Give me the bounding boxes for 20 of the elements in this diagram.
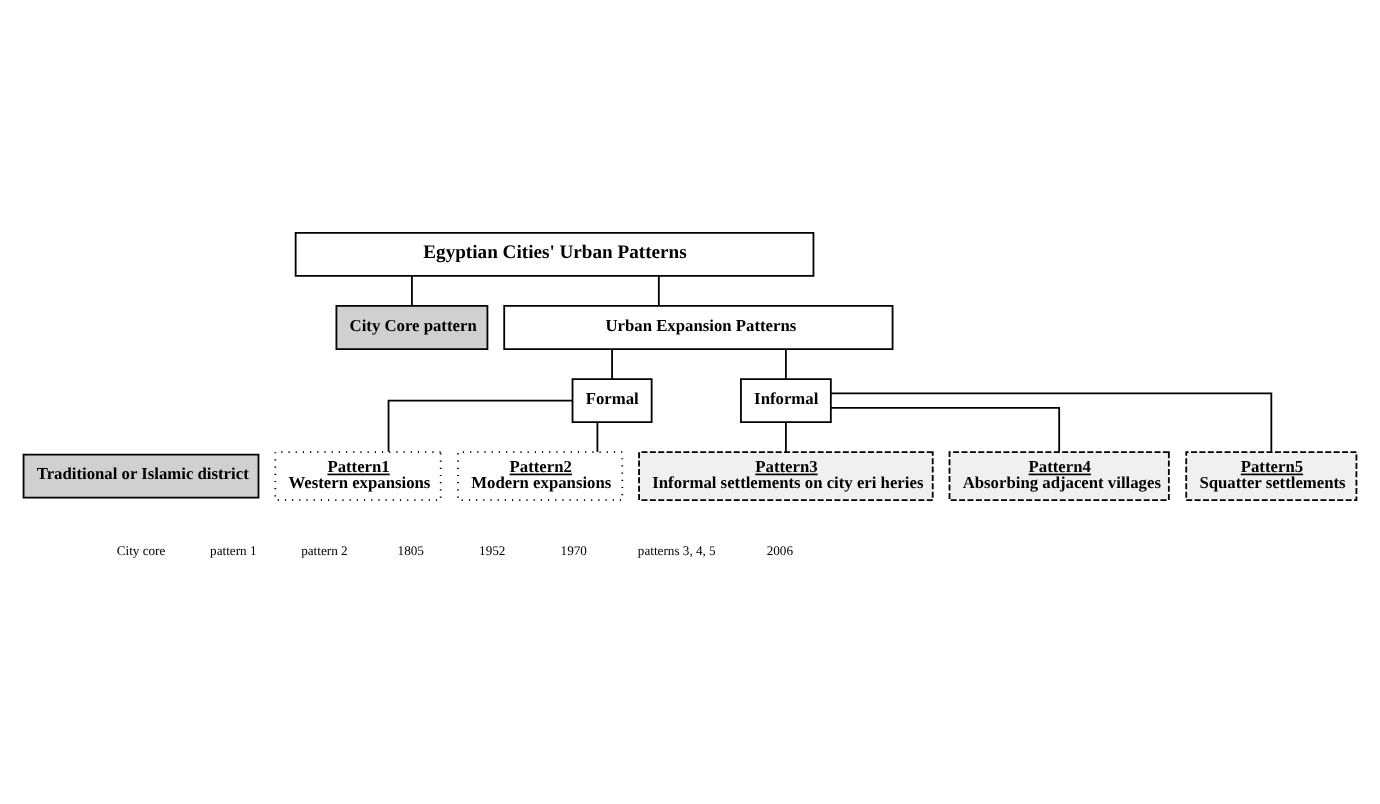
connector	[785, 420, 787, 452]
connector	[411, 274, 413, 306]
node-box: City Core pattern	[335, 304, 489, 349]
node-box: Pattern5 Squatter settlements	[1185, 450, 1358, 500]
connector	[657, 274, 660, 306]
node-box: Pattern2 Modern expansions	[457, 450, 624, 500]
node-box: Informal	[740, 377, 832, 423]
connector	[830, 405, 1061, 452]
connector	[387, 398, 574, 452]
connector	[596, 420, 599, 452]
node-box: Egyptian Cities' Urban Patterns	[294, 230, 815, 276]
node-box: Pattern1 Western expansions	[274, 450, 442, 500]
connector	[785, 347, 787, 379]
connector	[830, 391, 1273, 452]
node-box: Traditional or Islamic district	[22, 452, 260, 498]
node-box: Pattern3 Informal settlements on city eri heries	[638, 450, 934, 500]
node-box: Pattern4 Absorbing adjacent villages	[948, 450, 1170, 500]
connector	[611, 347, 613, 379]
node-box: Formal	[571, 377, 653, 423]
node-box: Urban Expansion Patterns	[503, 304, 894, 349]
